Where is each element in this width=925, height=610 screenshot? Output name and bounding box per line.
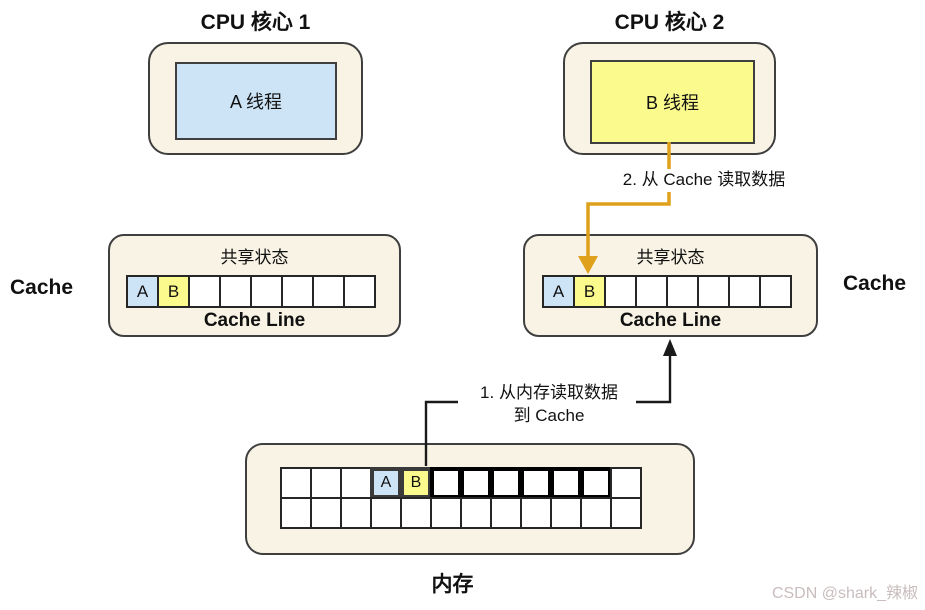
cell-a: A bbox=[370, 467, 402, 499]
cpu-core-1-box: A 线程 bbox=[148, 42, 363, 155]
thread-a-box: A 线程 bbox=[175, 62, 337, 140]
cell-empty bbox=[310, 467, 342, 499]
cache-label-left: Cache bbox=[10, 276, 74, 299]
cell-empty bbox=[550, 467, 582, 499]
cell-empty bbox=[281, 275, 314, 308]
cell-empty bbox=[340, 467, 372, 499]
cell-empty bbox=[250, 275, 283, 308]
cell-b: B bbox=[400, 467, 432, 499]
cell-empty bbox=[312, 275, 345, 308]
cell-empty bbox=[430, 467, 462, 499]
cell-empty bbox=[520, 497, 552, 529]
cell-empty bbox=[370, 497, 402, 529]
shared-state-label-left: 共享状态 bbox=[220, 248, 289, 267]
cell-b: B bbox=[573, 275, 606, 308]
cpu-core-2-title: CPU 核心 2 bbox=[614, 11, 725, 34]
cell-b: B bbox=[157, 275, 190, 308]
cell-empty bbox=[635, 275, 668, 308]
cell-empty bbox=[310, 497, 342, 529]
cache-label-right: Cache bbox=[843, 272, 907, 295]
cell-empty bbox=[759, 275, 792, 308]
arrow-step1-head bbox=[663, 339, 677, 356]
annotation-step2: 2. 从 Cache 读取数据 bbox=[590, 169, 818, 192]
memory-row-bottom bbox=[280, 497, 642, 529]
cache-line-label-left: Cache Line bbox=[203, 310, 306, 331]
cell-empty bbox=[697, 275, 730, 308]
cell-a: A bbox=[542, 275, 575, 308]
cell-empty bbox=[610, 497, 642, 529]
annotation-step1-line2: 到 Cache bbox=[513, 405, 585, 425]
cache-line-label-right: Cache Line bbox=[619, 310, 722, 331]
shared-state-label-right: 共享状态 bbox=[636, 248, 705, 267]
cell-empty bbox=[460, 497, 492, 529]
cell-a: A bbox=[126, 275, 159, 308]
cell-empty bbox=[340, 497, 372, 529]
csdn-watermark: CSDN @shark_辣椒 bbox=[771, 585, 918, 602]
cell-empty bbox=[520, 467, 552, 499]
cell-empty bbox=[430, 497, 462, 529]
cell-empty bbox=[728, 275, 761, 308]
cell-empty bbox=[400, 497, 432, 529]
cell-empty bbox=[490, 467, 522, 499]
cell-empty bbox=[343, 275, 376, 308]
cell-empty bbox=[580, 497, 612, 529]
cell-empty bbox=[219, 275, 252, 308]
memory-title: 内存 bbox=[431, 573, 474, 596]
cell-empty bbox=[490, 497, 522, 529]
cell-empty bbox=[580, 467, 612, 499]
cell-empty bbox=[604, 275, 637, 308]
cpu-core-2-box: B 线程 bbox=[563, 42, 776, 155]
thread-b-box: B 线程 bbox=[590, 60, 755, 144]
cell-empty bbox=[188, 275, 221, 308]
cell-empty bbox=[280, 467, 312, 499]
cell-empty bbox=[460, 467, 492, 499]
cell-empty bbox=[550, 497, 582, 529]
annotation-step1-line1: 1. 从内存读取数据 bbox=[480, 383, 618, 402]
annotation-step1: 1. 从内存读取数据 到 Cache bbox=[455, 382, 643, 428]
cpu-core-1-title: CPU 核心 1 bbox=[200, 11, 311, 34]
cell-empty bbox=[666, 275, 699, 308]
cell-empty bbox=[280, 497, 312, 529]
cell-empty bbox=[610, 467, 642, 499]
